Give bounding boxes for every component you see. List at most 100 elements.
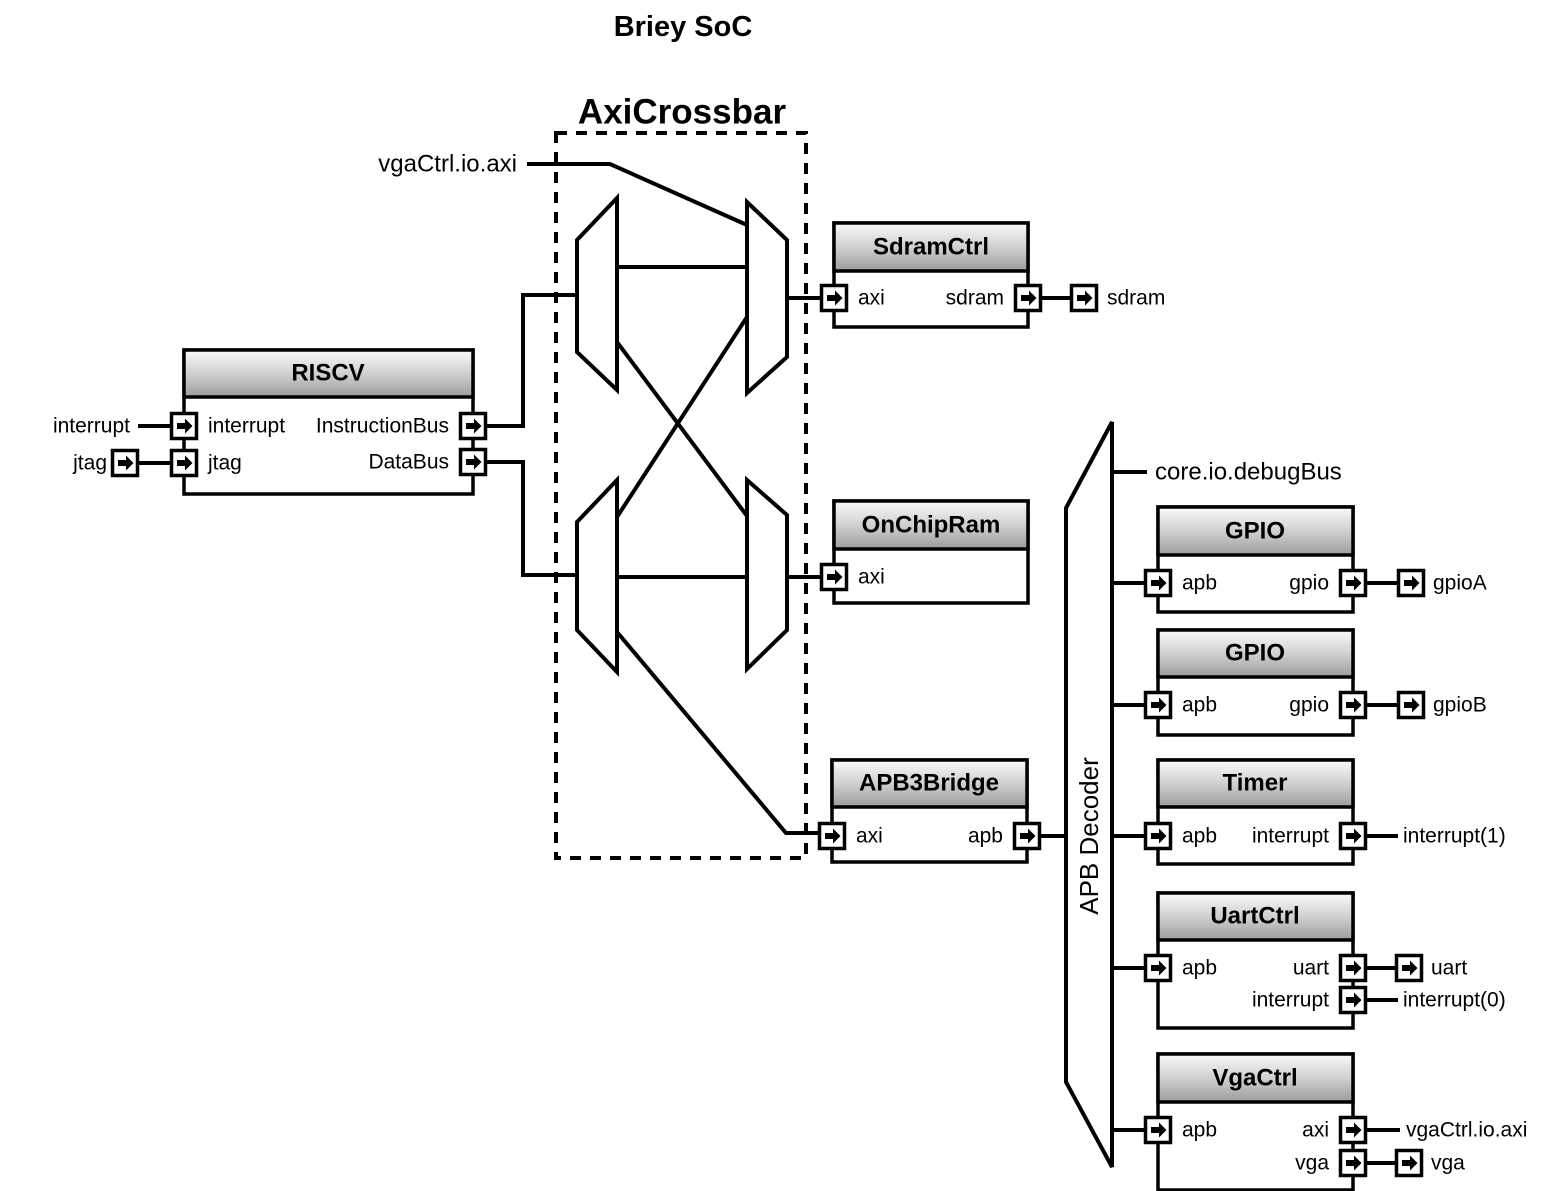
uartctrl-apb-port-label: apb bbox=[1182, 957, 1217, 980]
vgactrl-apb-port-icon bbox=[1143, 1115, 1173, 1145]
vgactrl-axi-port-label: axi bbox=[1302, 1119, 1329, 1142]
sdramctrl-axi-port-label: axi bbox=[858, 287, 885, 310]
vga-axi-out-label: vgaCtrl.io.axi bbox=[1406, 1119, 1527, 1142]
gpiob-out-label: gpioB bbox=[1433, 694, 1487, 717]
gpio-b-apb-port-label: apb bbox=[1182, 694, 1217, 717]
uartctrl-apb-port-icon bbox=[1143, 953, 1173, 983]
apb3bridge-axi-port-icon bbox=[817, 821, 847, 851]
apb3bridge-apb-port-icon bbox=[1012, 821, 1042, 851]
debug-bus-label: core.io.debugBus bbox=[1155, 459, 1342, 486]
gpio-a-apb-port-icon bbox=[1143, 568, 1173, 598]
gpioa-out-label: gpioA bbox=[1433, 572, 1487, 595]
wire-xbar-cross-down bbox=[615, 340, 749, 518]
gpioa-out-connector-icon bbox=[1396, 568, 1426, 598]
wire-xbar-cross-up bbox=[615, 315, 749, 519]
crossbar-dashed-box bbox=[554, 131, 808, 860]
crossbar-input-mux-data bbox=[575, 475, 619, 677]
timer-interrupt-port-icon bbox=[1338, 821, 1368, 851]
vgactrl-vga-port-icon bbox=[1338, 1148, 1368, 1178]
sdramctrl-axi-port-icon bbox=[819, 283, 849, 313]
gpiob-out-connector-icon bbox=[1396, 690, 1426, 720]
block-gpio-a: GPIO apb gpio bbox=[1143, 505, 1368, 614]
sdram-out-connector-icon bbox=[1069, 283, 1099, 313]
gpio-b-apb-port-icon bbox=[1143, 690, 1173, 720]
onchipram-axi-port-icon bbox=[819, 562, 849, 592]
vgactrl-title: VgaCtrl bbox=[1212, 1065, 1297, 1092]
vgactrl-axi-port-icon bbox=[1338, 1115, 1368, 1145]
uart-interrupt-out-label: interrupt(0) bbox=[1403, 989, 1506, 1012]
block-onchipram: OnChipRam axi bbox=[819, 499, 1030, 605]
riscv-interrupt-port-label: interrupt bbox=[208, 415, 285, 438]
block-riscv: RISCV interrupt jtag InstructionBus Data… bbox=[169, 348, 488, 496]
wire-data-bus bbox=[473, 460, 577, 577]
gpio-a-gpio-port-icon bbox=[1338, 568, 1368, 598]
uart-out-connector-icon bbox=[1394, 953, 1424, 983]
apb3bridge-header bbox=[830, 758, 1029, 809]
riscv-title: RISCV bbox=[291, 360, 364, 387]
onchipram-header bbox=[832, 499, 1030, 551]
timer-title: Timer bbox=[1223, 770, 1288, 797]
timer-interrupt-out-label: interrupt(1) bbox=[1403, 825, 1506, 848]
vgactrl-header bbox=[1156, 1052, 1355, 1104]
uartctrl-header bbox=[1156, 891, 1355, 942]
riscv-databus-port-label: DataBus bbox=[368, 451, 449, 474]
uartctrl-title: UartCtrl bbox=[1210, 903, 1299, 930]
block-sdramctrl: SdramCtrl axi sdram bbox=[819, 221, 1043, 329]
page-title: Briey SoC bbox=[614, 11, 753, 43]
wire-vga-axi-top bbox=[527, 162, 748, 227]
timer-header bbox=[1156, 758, 1355, 809]
riscv-jtag-port-label: jtag bbox=[207, 452, 242, 475]
sdram-out-label: sdram bbox=[1107, 287, 1165, 310]
gpio-b-gpio-port-label: gpio bbox=[1289, 694, 1329, 717]
jtag-in-label: jtag bbox=[72, 452, 107, 475]
sdramctrl-title: SdramCtrl bbox=[873, 234, 989, 261]
vga-out-label: vga bbox=[1431, 1152, 1465, 1175]
riscv-databus-port-icon bbox=[458, 447, 488, 477]
apb-decoder-shape bbox=[1064, 421, 1114, 1168]
apb3bridge-axi-port-label: axi bbox=[856, 825, 883, 848]
sdramctrl-sdram-port-label: sdram bbox=[946, 287, 1004, 310]
vgactrl-vga-port-label: vga bbox=[1295, 1152, 1329, 1175]
vga-out-connector-icon bbox=[1394, 1148, 1424, 1178]
onchipram-axi-port-label: axi bbox=[858, 566, 885, 589]
timer-apb-port-label: apb bbox=[1182, 825, 1217, 848]
apb-decoder-label: APB Decoder bbox=[1074, 757, 1104, 915]
gpio-a-header bbox=[1156, 505, 1355, 557]
uart-out-label: uart bbox=[1431, 957, 1467, 980]
interrupt-in-label: interrupt bbox=[53, 415, 130, 438]
onchipram-title: OnChipRam bbox=[862, 512, 1001, 539]
uartctrl-interrupt-port-label: interrupt bbox=[1252, 989, 1329, 1012]
uartctrl-uart-port-icon bbox=[1338, 953, 1368, 983]
apb3bridge-title: APB3Bridge bbox=[859, 770, 999, 797]
timer-interrupt-port-label: interrupt bbox=[1252, 825, 1329, 848]
gpio-b-title: GPIO bbox=[1225, 640, 1285, 667]
riscv-instructionbus-port-label: InstructionBus bbox=[316, 415, 449, 438]
timer-apb-port-icon bbox=[1143, 821, 1173, 851]
uartctrl-uart-port-label: uart bbox=[1293, 957, 1329, 980]
riscv-header bbox=[182, 348, 475, 399]
gpio-b-gpio-port-icon bbox=[1338, 690, 1368, 720]
block-apb3bridge: APB3Bridge axi apb bbox=[817, 758, 1042, 864]
riscv-interrupt-port-icon bbox=[169, 411, 199, 441]
wire-apb3bridge-axi bbox=[615, 630, 820, 835]
jtag-in-connector-icon bbox=[110, 448, 140, 478]
wire-instruction-bus bbox=[473, 293, 577, 428]
gpio-a-gpio-port-label: gpio bbox=[1289, 572, 1329, 595]
block-vgactrl: VgaCtrl apb axi vga bbox=[1143, 1052, 1368, 1191]
sdramctrl-header bbox=[832, 221, 1030, 273]
apb3bridge-apb-port-label: apb bbox=[968, 825, 1003, 848]
block-gpio-b: GPIO apb gpio bbox=[1143, 628, 1368, 737]
gpio-a-apb-port-label: apb bbox=[1182, 572, 1217, 595]
block-uartctrl: UartCtrl apb uart interrupt bbox=[1143, 891, 1368, 1030]
sdramctrl-sdram-port-icon bbox=[1013, 283, 1043, 313]
riscv-jtag-port-icon bbox=[169, 448, 199, 478]
uartctrl-interrupt-port-icon bbox=[1338, 985, 1368, 1015]
riscv-instructionbus-port-icon bbox=[458, 411, 488, 441]
gpio-b-header bbox=[1156, 628, 1355, 679]
crossbar-title: AxiCrossbar bbox=[578, 93, 787, 132]
vgactrl-apb-port-label: apb bbox=[1182, 1119, 1217, 1142]
vga-axi-top-label: vgaCtrl.io.axi bbox=[378, 151, 517, 178]
gpio-a-title: GPIO bbox=[1225, 518, 1285, 545]
